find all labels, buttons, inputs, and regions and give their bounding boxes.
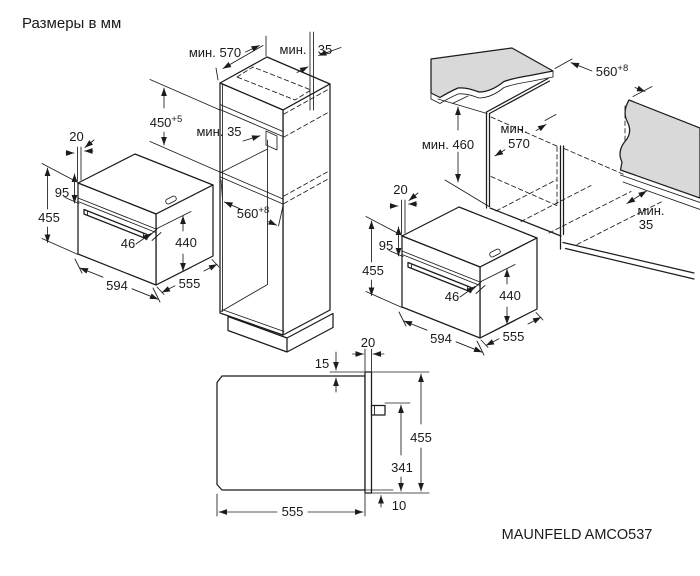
- page-title: Размеры в мм: [22, 15, 121, 32]
- worktop-surface: [430, 47, 554, 99]
- dim-label-sv-height: 455: [410, 430, 432, 445]
- cabinet-hidden-edges: [283, 88, 330, 204]
- dim-label-sv-top-clearance: 15: [315, 356, 329, 371]
- hidden-edges-dashed: [490, 105, 626, 207]
- model-label: MAUNFELD AMCO537: [502, 527, 653, 543]
- floor-hidden-edges-dashed: [495, 179, 664, 245]
- cabinet-shelves: [219, 104, 284, 205]
- dim-label-niche-height: мин. 460: [422, 137, 474, 152]
- niche-floor-edge: [489, 207, 562, 237]
- dim-label-rear-gap-min: мин.: [638, 203, 665, 218]
- dim-rear-gap-base: мин. 35: [626, 190, 665, 232]
- base-cabinet-scene: 560+8 мин. 460 мин. 570 мин. 35: [422, 47, 700, 280]
- side-elevation-view: 20 15 455 341 10: [216, 335, 432, 519]
- left-side-panel: [485, 77, 551, 209]
- dim-sv-bottom-clearance: 10: [364, 489, 406, 513]
- dim-vent-gap: мин. 35: [196, 124, 261, 142]
- dim-label-cabinet-depth: мин. 570: [189, 45, 241, 60]
- right-oven-view: [362, 182, 543, 355]
- side-view-handle: [370, 404, 386, 416]
- dim-sv-door-thickness: 20: [352, 335, 385, 372]
- dim-sv-top-clearance: 15: [315, 351, 365, 393]
- cabinet-interior-edges: [220, 139, 285, 332]
- dim-side-depth: мин. 570: [494, 114, 557, 157]
- tall-cabinet-view: мин. 570 мин. 35 450+5 мин. 35 560+8: [149, 31, 342, 353]
- dim-rear-gap-tall: мин. 35: [280, 31, 342, 111]
- dim-label-sv-bottom-clearance: 10: [392, 498, 406, 513]
- dim-label-niche-height-tall: 450+5: [150, 114, 183, 130]
- dim-label-tall-gap-value: 35: [318, 42, 332, 57]
- side-view-door: [364, 371, 373, 494]
- dim-label-sv-handle-height: 341: [391, 460, 413, 475]
- dim-label-rear-gap-value: 35: [639, 217, 653, 232]
- left-oven-view: [38, 129, 219, 302]
- dim-label-sv-depth: 555: [282, 504, 304, 519]
- adjacent-panel-bottom-strip: [620, 174, 700, 210]
- side-view-body: [216, 375, 366, 491]
- vent-gap-box: [265, 130, 278, 151]
- dim-sv-height: 455: [371, 371, 432, 494]
- dim-sv-handle-height: 341: [384, 402, 413, 492]
- dim-label-side-depth-value: 570: [508, 136, 530, 151]
- right-side-panel: [559, 145, 565, 250]
- dim-niche-height-tall: 450+5: [149, 79, 222, 173]
- dim-cabinet-depth: мин. 570: [189, 35, 267, 81]
- floor-edge-right: [562, 241, 695, 280]
- cabinet-plinth: [227, 312, 334, 353]
- dim-label-sv-door-thickness: 20: [361, 335, 375, 350]
- floor-edge-left: [444, 179, 490, 207]
- cabinet-side-face: [282, 83, 331, 336]
- dim-sv-depth: 555: [216, 493, 366, 519]
- dim-label-worktop-depth: 560+8: [596, 63, 629, 79]
- dim-niche-height: мин. 460: [422, 95, 474, 183]
- dim-worktop-depth: 560+8: [554, 58, 653, 97]
- worktop-end-caps: [430, 58, 554, 100]
- dim-label-tall-gap-min: мин.: [280, 42, 307, 57]
- dim-niche-depth: 560+8: [220, 179, 284, 227]
- dim-label-niche-depth: 560+8: [237, 205, 270, 221]
- dim-label-side-depth-min: мин.: [501, 121, 528, 136]
- dim-label-vent-gap: мин. 35: [196, 124, 241, 139]
- worktop-front-edge: [430, 76, 554, 104]
- cabinet-top-cutout-dashed: [236, 66, 312, 101]
- adjacent-panel-broken: [619, 99, 700, 199]
